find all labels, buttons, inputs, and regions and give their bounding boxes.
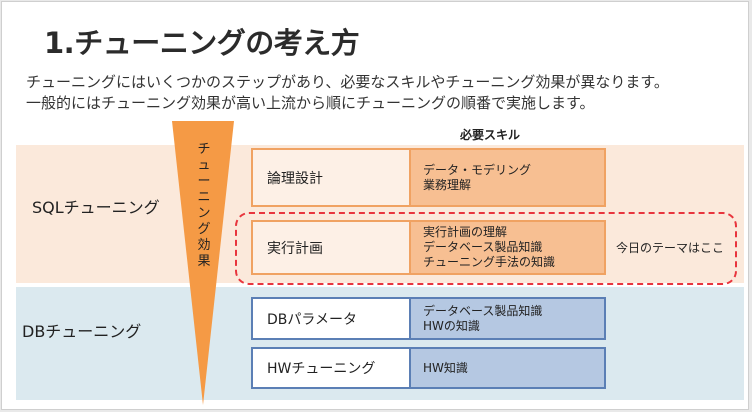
skills-header: 必要スキル — [460, 128, 521, 142]
skill-item: データベース製品知識 — [423, 240, 543, 254]
row-db-parameter: DBパラメータ データベース製品知識 HWの知識 — [251, 297, 606, 340]
row-name: 実行計画 — [253, 222, 409, 273]
skill-item: HWの知識 — [423, 318, 480, 333]
row-name: HWチューニング — [253, 349, 409, 387]
row-skills: HW知識 — [409, 349, 604, 387]
db-tuning-label: DBチューニング — [22, 322, 142, 341]
tuning-effect-label: チューニング効果 — [197, 142, 211, 269]
skill-item: データ・モデリング — [423, 162, 532, 177]
row-skills: 実行計画の理解 データベース製品知識 チューニング手法の知識 — [409, 222, 604, 273]
row-execution-plan: 実行計画 実行計画の理解 データベース製品知識 チューニング手法の知識 — [251, 220, 606, 275]
sql-tuning-label: SQLチューニング — [32, 198, 160, 217]
subtitle-line-1: チューニングにはいくつかのステップがあり、必要なスキルやチューニング効果が異なり… — [26, 73, 669, 91]
skill-item: 業務理解 — [423, 177, 472, 192]
row-skills: データベース製品知識 HWの知識 — [409, 299, 604, 338]
row-name: 論理設計 — [253, 150, 409, 205]
todays-theme-note: 今日のテーマはここ — [616, 241, 725, 255]
todays-theme-highlight — [235, 212, 737, 285]
row-hw-tuning: HWチューニング HW知識 — [251, 347, 606, 389]
skill-item: チューニング手法の知識 — [423, 255, 556, 269]
row-logical-design: 論理設計 データ・モデリング 業務理解 — [251, 148, 606, 207]
skill-item: 実行計画の理解 — [423, 225, 508, 239]
skill-item: HW知識 — [423, 360, 468, 375]
row-skills: データ・モデリング 業務理解 — [409, 150, 604, 205]
skill-item: データベース製品知識 — [423, 303, 543, 318]
row-name: DBパラメータ — [253, 299, 409, 338]
tuning-effect-cone — [172, 121, 234, 405]
subtitle-line-2: 一般的にはチューニング効果が高い上流から順にチューニングの順番で実施します。 — [26, 94, 595, 112]
subtitle: チューニングにはいくつかのステップがあり、必要なスキルやチューニング効果が異なり… — [26, 72, 669, 114]
slide-title: 1.チューニングの考え方 — [44, 26, 360, 60]
